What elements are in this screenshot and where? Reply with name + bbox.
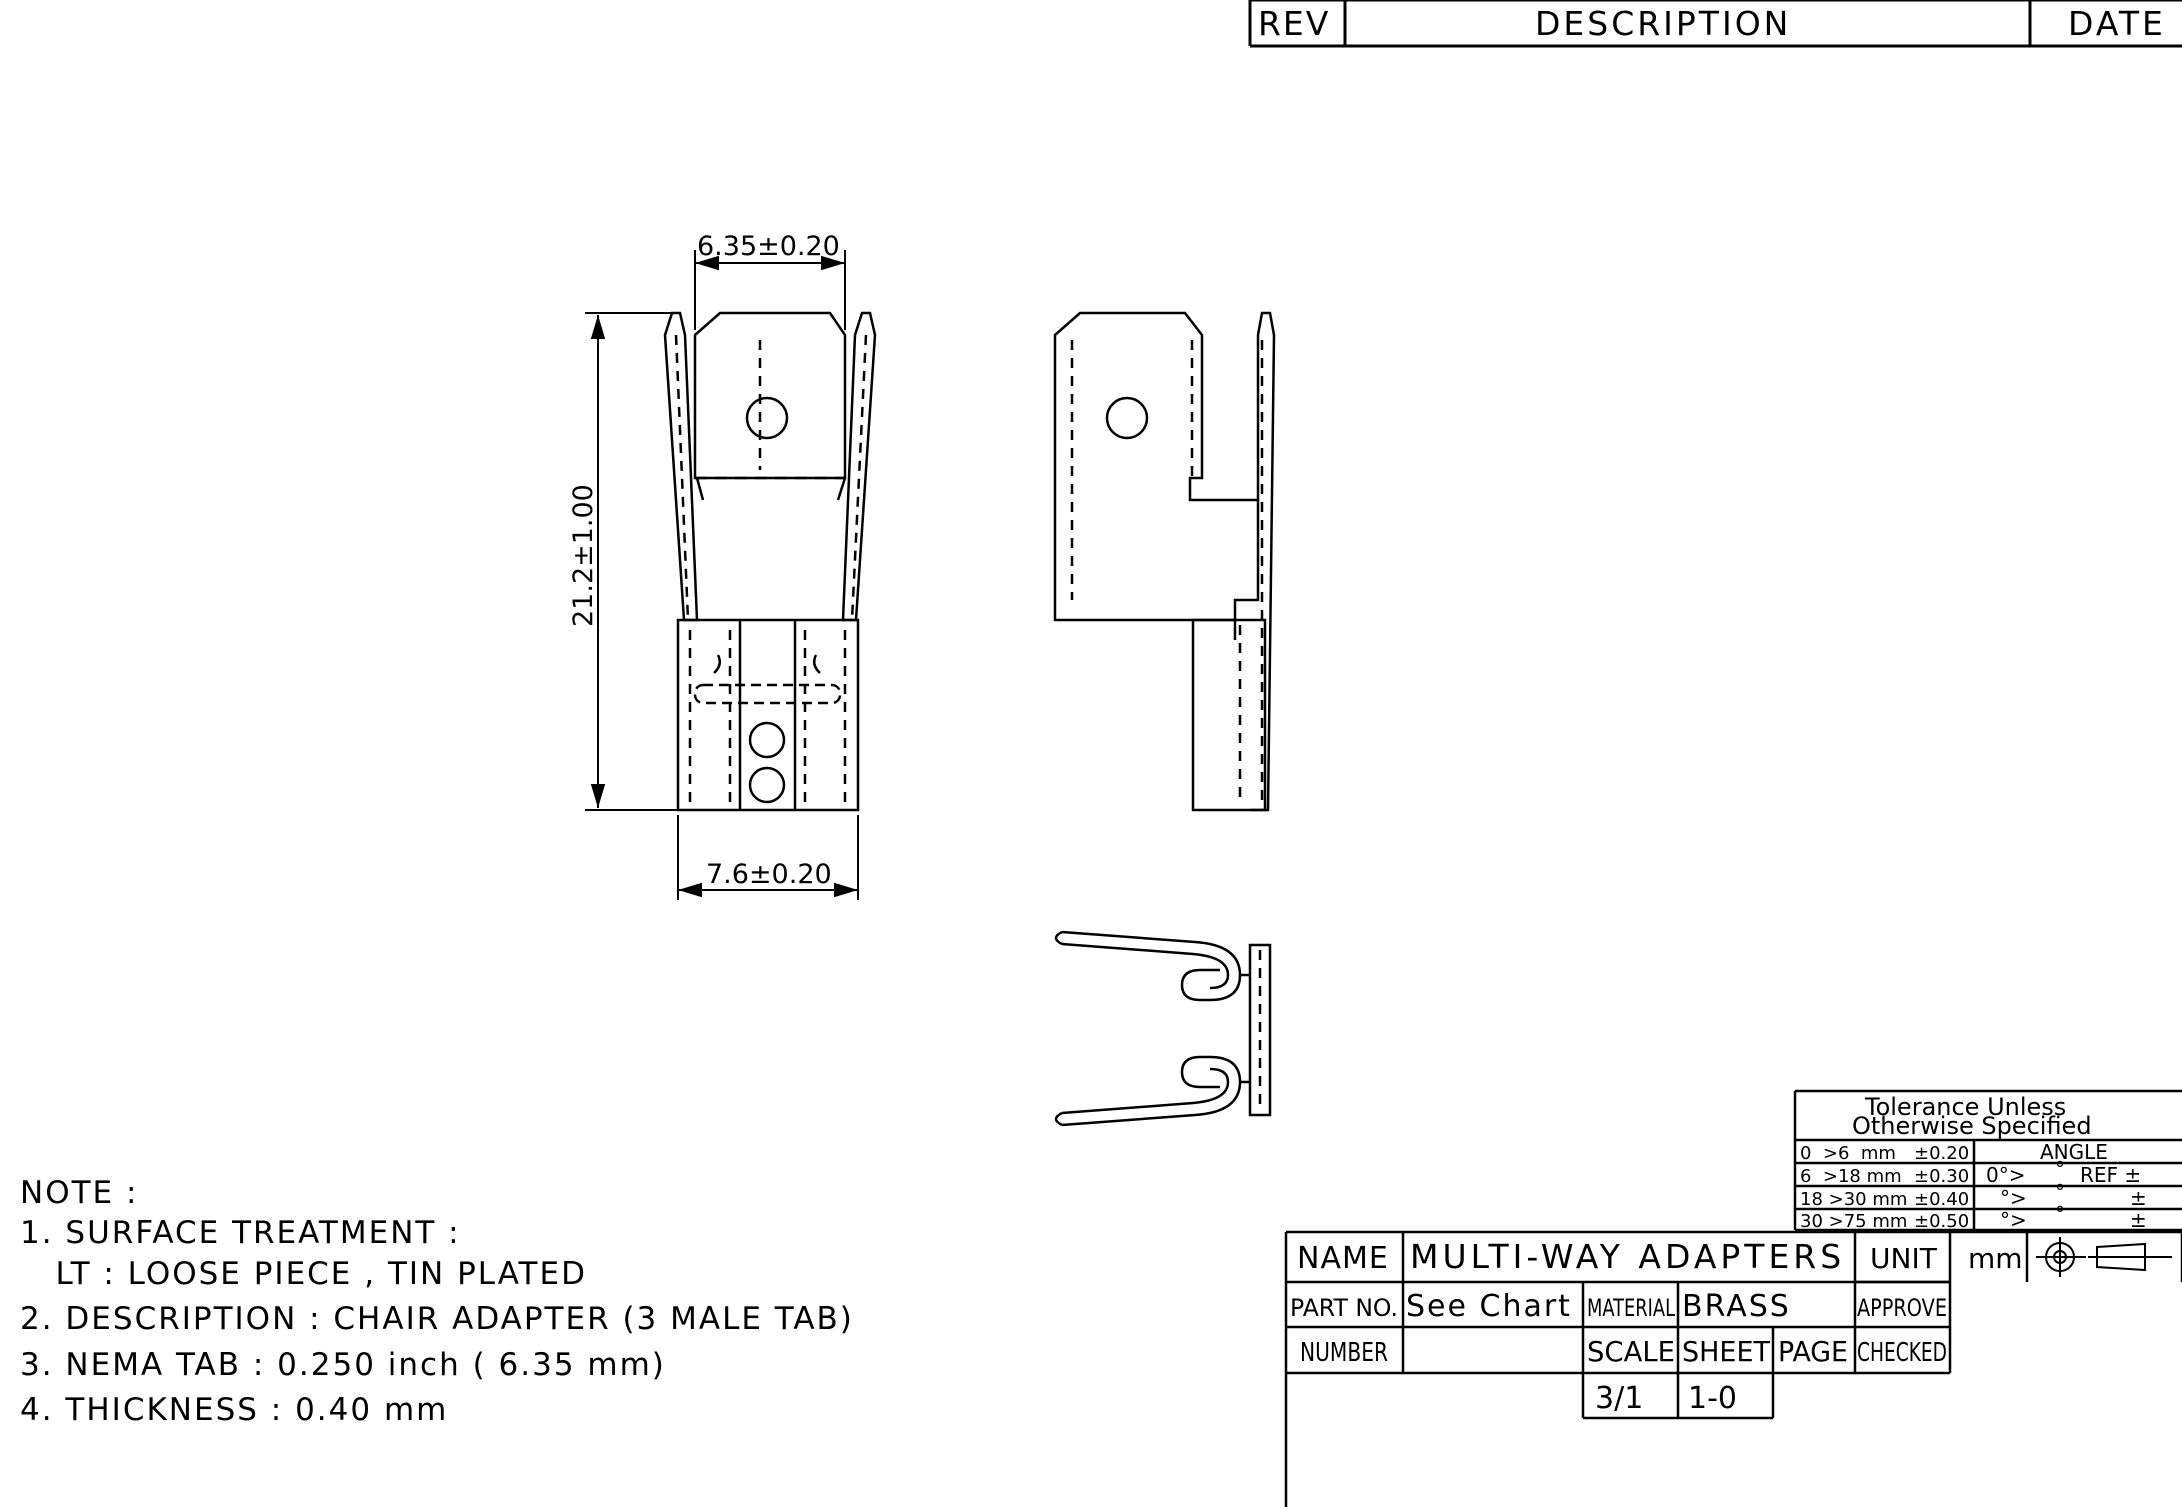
tab-hole	[745, 396, 789, 440]
note-line: 4. THICKNESS : 0.40 mm	[20, 1392, 449, 1428]
rev-header: REV	[1258, 4, 1330, 43]
tolerance-block	[1793, 1089, 2182, 1232]
base-hole-upper	[748, 721, 786, 759]
side-hole	[1105, 396, 1149, 440]
base-hole-lower	[748, 766, 786, 804]
revision-block	[1248, 0, 2182, 48]
front-view	[663, 311, 877, 812]
unit-value: mm	[1968, 1242, 2023, 1275]
angle-row-1-b: °	[2055, 1157, 2065, 1181]
scale-value: 3/1	[1595, 1381, 1643, 1416]
sheet-label: SHEET	[1682, 1335, 1771, 1368]
tolerance-value: ±0.30	[1914, 1166, 1969, 1187]
tolerance-value: ±0.20	[1914, 1143, 1969, 1164]
date-header: DATE	[2068, 4, 2166, 43]
title-block	[1284, 1230, 2182, 1507]
notes-heading: NOTE :	[20, 1175, 139, 1211]
dimension-tab-width: 6.35±0.20	[697, 231, 840, 262]
angle-row-3-c: ±	[2130, 1208, 2147, 1232]
sheet-value: 1-0	[1688, 1381, 1737, 1416]
angle-row-3-b: °	[2055, 1202, 2065, 1226]
description-header: DESCRIPTION	[1535, 4, 1791, 43]
angle-row-2-a: °>	[2000, 1186, 2027, 1210]
tolerance-range: 0 >6 mm	[1800, 1143, 1896, 1164]
part-no-label: PART NO.	[1290, 1294, 1398, 1322]
tolerance-range: 30 >75 mm	[1800, 1211, 1907, 1232]
dimension-lines	[585, 250, 859, 900]
page-label: PAGE	[1778, 1335, 1848, 1368]
dimension-overall-length: 21.2±1.00	[568, 484, 599, 627]
tolerance-title-2: Otherwise Specified	[1852, 1112, 2092, 1140]
part-no-value: See Chart	[1406, 1289, 1572, 1324]
dimension-base-width: 7.6±0.20	[706, 859, 832, 890]
number-label: NUMBER	[1300, 1338, 1388, 1368]
tolerance-value: ±0.50	[1914, 1211, 1969, 1232]
unit-label: UNIT	[1870, 1242, 1938, 1275]
projection-symbol-icon	[2036, 1237, 2172, 1277]
note-line: LT : LOOSE PIECE , TIN PLATED	[20, 1256, 587, 1292]
angle-row-2-c: ±	[2130, 1186, 2147, 1210]
tolerance-title-1: Tolerance Unless	[1864, 1093, 2066, 1121]
checked-label: CHECKED	[1857, 1338, 1947, 1368]
angle-row-1-a: 0°>	[1986, 1163, 2025, 1187]
angle-row-1-c: REF ±	[2080, 1163, 2141, 1187]
name-value: MULTI-WAY ADAPTERS	[1410, 1237, 1845, 1276]
tolerance-value: ±0.40	[1914, 1189, 1969, 1210]
approve-label: APPROVE	[1857, 1294, 1947, 1322]
angle-row-3-a: °>	[2000, 1208, 2027, 1232]
tolerance-range: 18 >30 mm	[1800, 1189, 1907, 1210]
end-view	[1054, 930, 1272, 1127]
scale-label: SCALE	[1587, 1335, 1675, 1368]
angle-row-2-b: °	[2055, 1180, 2065, 1204]
material-value: BRASS	[1682, 1289, 1791, 1324]
angle-header: ANGLE	[2040, 1140, 2108, 1164]
material-label: MATERIAL	[1587, 1294, 1675, 1322]
side-view	[1053, 311, 1276, 812]
note-line: 2. DESCRIPTION : CHAIR ADAPTER (3 MALE T…	[20, 1301, 854, 1337]
tolerance-range: 6 >18 mm	[1800, 1166, 1902, 1187]
note-line: 3. NEMA TAB : 0.250 inch ( 6.35 mm)	[20, 1347, 666, 1383]
name-label: NAME	[1297, 1241, 1389, 1276]
note-line: 1. SURFACE TREATMENT :	[20, 1215, 461, 1251]
